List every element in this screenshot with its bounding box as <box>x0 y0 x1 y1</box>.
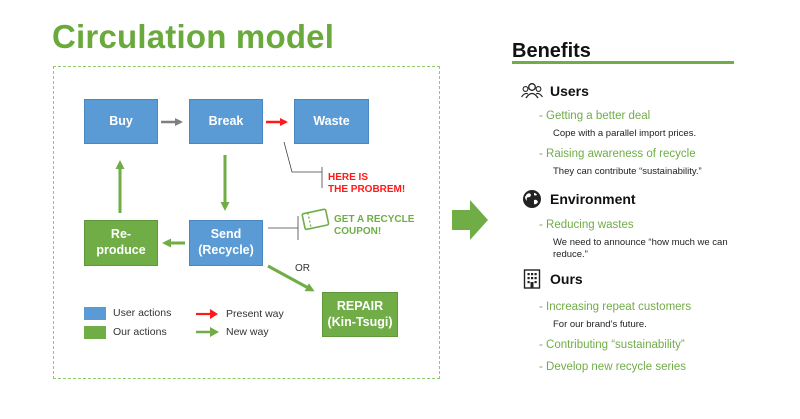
node-buy: Buy <box>84 99 158 144</box>
legend-swatch-user <box>84 307 106 320</box>
coupon-note: GET A RECYCLE COUPON! <box>334 214 415 237</box>
problem-callout-line <box>283 141 322 173</box>
ours-benefit-2: - Contributing “sustainability” <box>539 339 685 351</box>
legend-our-actions: Our actions <box>113 326 167 338</box>
users-benefit-2-detail: They can contribute “sustainability.” <box>553 166 702 177</box>
problem-note: HERE IS THE PROBREM! <box>328 172 406 195</box>
arrow-send-repair <box>267 264 315 292</box>
ours-benefit-3: - Develop new recycle series <box>539 361 687 373</box>
benefits-title: Benefits <box>512 40 591 62</box>
legend-new-way: New way <box>226 326 269 338</box>
section-users-label: Users <box>550 83 589 99</box>
page-title: Circulation model <box>52 18 335 55</box>
node-waste: Waste <box>294 99 369 144</box>
section-users: Users <box>521 80 589 102</box>
big-right-arrow-icon <box>452 200 488 240</box>
legend-arrows <box>196 309 219 337</box>
users-benefit-2: - Raising awareness of recycle <box>539 148 696 160</box>
section-ours-label: Ours <box>550 271 583 287</box>
legend-swatch-our <box>84 326 106 339</box>
section-environment-label: Environment <box>550 191 636 207</box>
ours-benefit-1-detail: For our brand’s future. <box>553 319 647 330</box>
node-repair: REPAIR (Kin-Tsugi) <box>322 292 398 337</box>
building-icon <box>521 268 543 290</box>
or-label: OR <box>295 263 310 274</box>
users-icon <box>521 80 543 102</box>
node-send: Send (Recycle) <box>189 220 263 266</box>
ours-benefit-1: - Increasing repeat customers <box>539 301 692 313</box>
legend-user-actions: User actions <box>113 307 172 319</box>
users-benefit-1: - Getting a better deal <box>539 110 651 122</box>
section-ours: Ours <box>521 268 583 290</box>
globe-icon <box>521 188 543 210</box>
benefits-underline <box>512 61 734 64</box>
environment-benefit-1: - Reducing wastes <box>539 219 634 231</box>
coupon-icon <box>301 208 330 231</box>
users-benefit-1-detail: Cope with a parallel import prices. <box>553 128 697 139</box>
node-break: Break <box>189 99 263 144</box>
legend-present-way: Present way <box>226 308 284 320</box>
section-environment: Environment <box>521 188 636 210</box>
node-reproduce: Re- produce <box>84 220 158 266</box>
diagram-frame <box>53 66 440 379</box>
environment-benefit-1-detail: We need to announce “how much we can red… <box>553 237 728 261</box>
